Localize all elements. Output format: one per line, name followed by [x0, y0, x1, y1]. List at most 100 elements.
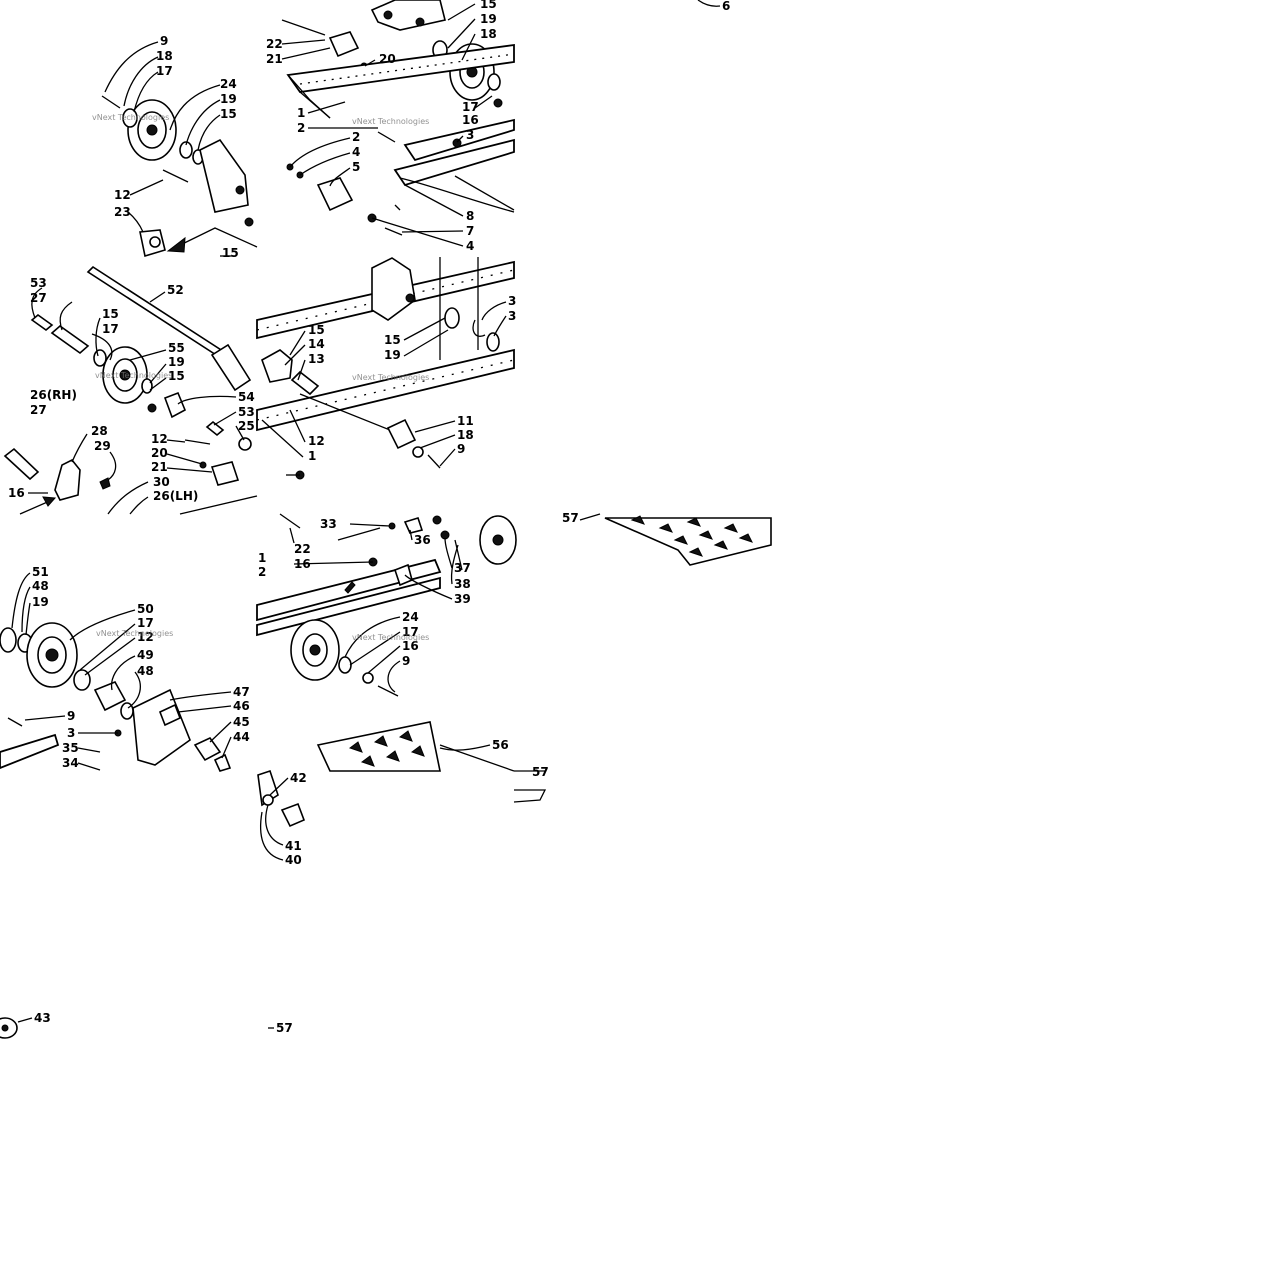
callout: 20: [151, 446, 168, 460]
callout: 50: [137, 602, 154, 616]
callout: 48: [137, 664, 154, 678]
callout: 42: [290, 771, 307, 785]
callout: 52: [167, 283, 184, 297]
callout: 22: [294, 542, 311, 556]
callout: 26(RH): [30, 388, 77, 402]
callout: 12: [151, 432, 168, 446]
callout: 17: [402, 625, 419, 639]
watermark: vNext Technologies: [352, 373, 429, 382]
callout: 18: [156, 49, 173, 63]
callout: 8: [466, 209, 474, 223]
callout: 34: [62, 756, 79, 770]
callout: 13: [308, 352, 325, 366]
callout: 57: [562, 511, 579, 525]
callout: 39: [454, 592, 471, 606]
callout: 15: [222, 246, 239, 260]
callout: 43: [34, 1011, 51, 1025]
tile-6-rear-wheel: 51 48 19 50 17 12 49 48 47 46 45 44 9 3 …: [0, 565, 250, 772]
tile-7-rail-rear: 33 22 16 1 2 36 37 38 39 24 17 16 9 56 4…: [256, 513, 547, 867]
callout: 57: [276, 1021, 293, 1035]
callout: 2: [297, 121, 305, 135]
callout: 12: [114, 188, 131, 202]
callout: 3: [508, 309, 516, 323]
callout: 4: [352, 145, 360, 159]
callout: 23: [114, 205, 131, 219]
callout: 15: [480, 0, 497, 11]
callout: 9: [67, 709, 75, 723]
callout: 46: [233, 699, 250, 713]
callout: 33: [320, 517, 337, 531]
watermark: vNext Technologies: [352, 117, 429, 126]
callout: 53: [30, 276, 47, 290]
callout: 36: [414, 533, 431, 547]
watermark: vNext Technologies: [352, 633, 429, 642]
callout: 19: [384, 348, 401, 362]
bracket: [199, 138, 249, 213]
callout: 19: [220, 92, 237, 106]
callout: 44: [233, 730, 250, 744]
callout: 19: [32, 595, 49, 609]
callout: 9: [457, 442, 465, 456]
tile-2-rail-front: 15 19 18 22 21 20 1 2 3 17 16 2 4 5 8 7 …: [266, 0, 515, 253]
callout: 4: [466, 239, 474, 253]
callout: 17: [156, 64, 173, 78]
tile-1-idler-wheel: 9 18 17 24 19 15 12 23 15 vNext Technolo…: [92, 34, 258, 260]
callout: 24: [402, 610, 419, 624]
callout: 24: [220, 77, 237, 91]
wear-strip-plate: [316, 721, 441, 772]
callout: 54: [238, 390, 255, 404]
callout: 20: [379, 52, 396, 66]
callout: 17: [102, 322, 119, 336]
callout: 3: [466, 128, 474, 142]
callout: 15: [384, 333, 401, 347]
tile-4-rear-axle: 53 27 52 15 17 55 19 15 26(RH) 27 54 53 …: [3, 265, 258, 515]
callout: 12: [308, 434, 325, 448]
callout: 6: [722, 0, 730, 13]
callout: 40: [285, 853, 302, 867]
callout: 55: [168, 341, 185, 355]
bearing: [122, 108, 138, 128]
callout: 2: [258, 565, 266, 579]
callout: 26(LH): [153, 489, 198, 503]
callout: 17: [462, 100, 479, 114]
callout: 37: [454, 561, 471, 575]
track-section: [604, 517, 772, 566]
watermark: vNext Technologies: [92, 113, 169, 122]
callout: 11: [457, 414, 474, 428]
callout: 28: [91, 424, 108, 438]
callout: 30: [153, 475, 170, 489]
tile-5-rail-mid: 15 14 13 12 1 3 3 15 19 11 18 9 vNext Te…: [256, 257, 516, 480]
callout: 56: [492, 738, 509, 752]
callout: 21: [266, 52, 283, 66]
callout: 15: [220, 107, 237, 121]
callout: 22: [266, 37, 283, 51]
callout: 41: [285, 839, 302, 853]
callout: 18: [480, 27, 497, 41]
callout: 25: [238, 419, 255, 433]
callout: 16: [294, 557, 311, 571]
callout: 1: [308, 449, 316, 463]
callout: 49: [137, 648, 154, 662]
callout: 19: [168, 355, 185, 369]
callout: 35: [62, 741, 79, 755]
callout: 1: [258, 551, 266, 565]
callout: 15: [102, 307, 119, 321]
callout: 12: [137, 630, 154, 644]
callout: 16: [462, 113, 479, 127]
callout: 51: [32, 565, 49, 579]
slide-rail: [286, 43, 515, 93]
watermark: vNext Technologies: [96, 629, 173, 638]
callout: 3: [67, 726, 75, 740]
callout: 15: [308, 323, 325, 337]
callout: 47: [233, 685, 250, 699]
callout: 48: [32, 579, 49, 593]
callout: 3: [508, 294, 516, 308]
callout: 57: [532, 765, 549, 779]
callout: 38: [454, 577, 471, 591]
callout: 5: [352, 160, 360, 174]
callout: 9: [402, 654, 410, 668]
callout: 17: [137, 616, 154, 630]
callout: 53: [238, 405, 255, 419]
tile-9-fragments: 43 57: [0, 1011, 293, 1039]
